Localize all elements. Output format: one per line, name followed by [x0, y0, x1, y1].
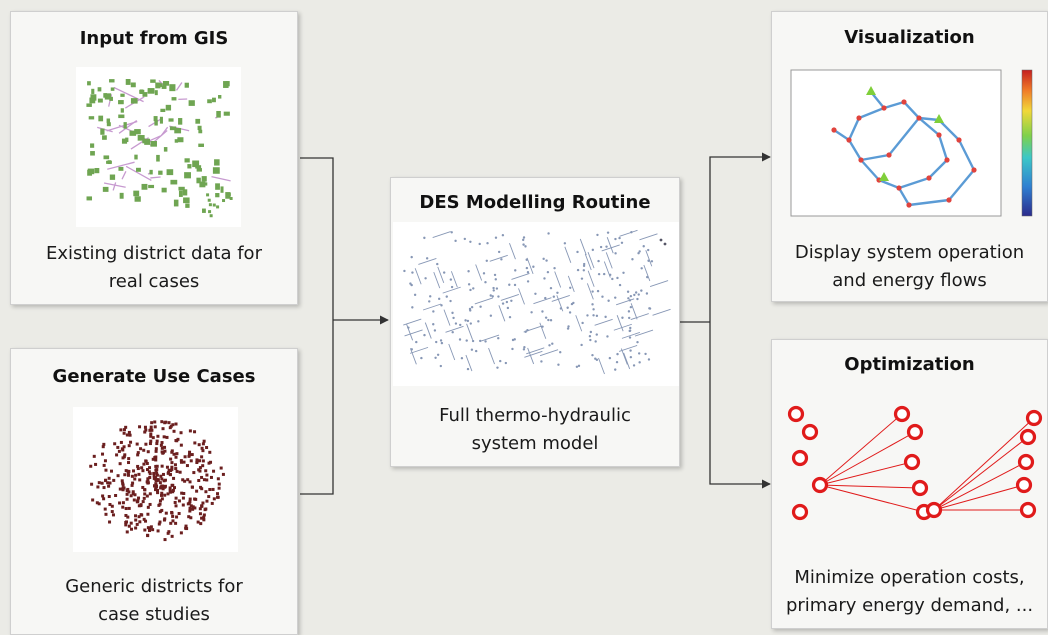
- optimization-graph-image: [772, 392, 1048, 542]
- connector-gis: [300, 157, 334, 320]
- gis-network: [86, 79, 233, 218]
- vis-network: [831, 86, 977, 208]
- optimization-card-title: Optimization: [844, 354, 975, 375]
- des-modelling-card: DES Modelling Routine Full thermo-hydrau…: [390, 177, 680, 467]
- cluster-nodes: [89, 420, 225, 542]
- optimization-card: Optimization Minimize operation costs, p…: [771, 339, 1048, 629]
- visualization-plot-image: [789, 60, 1047, 222]
- use-cases-card-title: Generate Use Cases: [52, 366, 256, 387]
- arrow-to-visualization: [709, 152, 771, 322]
- network-model-image: [393, 222, 679, 386]
- optimization-graph: [787, 405, 1043, 521]
- visualization-card: Visualization Display system operation a…: [771, 11, 1048, 302]
- visualization-card-description: Display system operation and energy flow…: [794, 242, 1025, 291]
- gis-card-description: Existing district data for real cases: [46, 243, 262, 292]
- des-network: [403, 229, 671, 375]
- connector-use-cases: [300, 320, 334, 495]
- use-cases-card-description: Generic districts for case studies: [65, 576, 243, 625]
- des-card-title: DES Modelling Routine: [419, 192, 651, 213]
- optimization-card-description: Minimize operation costs, primary energy…: [785, 567, 1034, 616]
- visualization-card-title: Visualization: [844, 27, 975, 48]
- arrow-to-optimization: [709, 322, 771, 489]
- gis-map-image: [76, 67, 241, 227]
- gis-input-card: Input from GIS Existing district data fo…: [10, 11, 298, 305]
- colorbar: [1021, 69, 1033, 217]
- use-cases-card: Generate Use Cases Generic districts for…: [10, 348, 298, 635]
- des-card-description: Full thermo-hydraulic system model: [439, 405, 631, 454]
- generated-cluster-image: [73, 407, 238, 552]
- gis-card-title: Input from GIS: [79, 28, 229, 49]
